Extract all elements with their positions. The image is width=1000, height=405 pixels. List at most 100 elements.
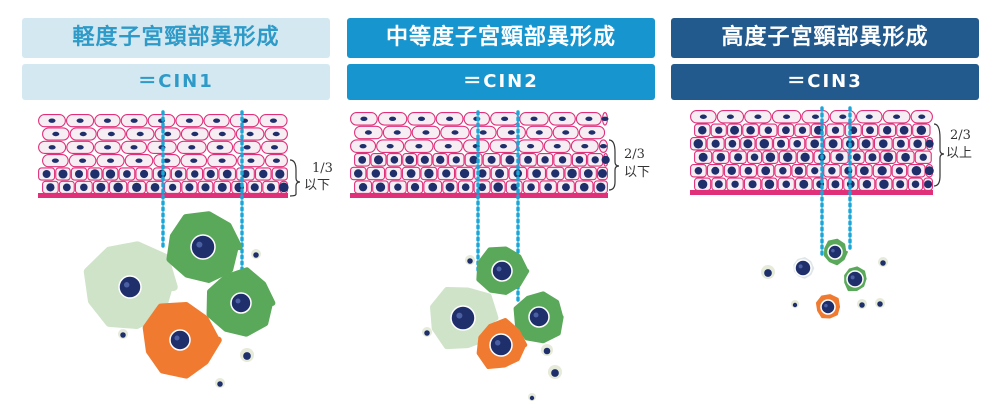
cell-nucleus xyxy=(386,143,394,149)
cell-nucleus xyxy=(883,152,894,163)
cell-nucleus xyxy=(105,169,116,179)
cell-nucleus xyxy=(783,114,791,119)
cell-nucleus xyxy=(150,182,160,192)
panel-cin2: 中等度子宮頸部異形成 ＝CIN2 xyxy=(347,18,655,100)
cell-nucleus xyxy=(422,130,430,135)
cell-nucleus xyxy=(810,139,820,149)
cell-nucleus xyxy=(191,170,199,178)
cell-nucleus xyxy=(42,170,51,178)
cell-nucleus xyxy=(243,352,251,360)
ratio-word: 以下 xyxy=(624,165,650,180)
cell-nucleus xyxy=(266,183,276,192)
cell-nucleus xyxy=(744,166,753,175)
cell-nucleus xyxy=(726,114,734,119)
epithelium-layers xyxy=(38,110,934,198)
cell-nucleus xyxy=(96,182,106,192)
small-cell xyxy=(761,265,775,279)
cell-nucleus xyxy=(699,114,707,119)
cell-nucleus xyxy=(911,165,922,176)
cell-nucleus xyxy=(591,156,599,164)
cell-nucleus xyxy=(820,299,836,315)
cell-nucleus xyxy=(899,125,909,135)
cell-nucleus xyxy=(62,183,71,192)
cell-green xyxy=(206,267,276,337)
cell-nucleus xyxy=(730,125,740,135)
cell-nucleus xyxy=(206,169,215,179)
cell-nucleus xyxy=(272,158,280,163)
cell-nucleus xyxy=(79,158,87,163)
ratio-label-cin1: 1/3 以下 xyxy=(289,159,333,197)
cell-nucleus xyxy=(375,182,386,192)
cell-nucleus xyxy=(246,131,254,137)
cell-nucleus xyxy=(491,260,513,282)
cell-nucleus xyxy=(839,114,847,119)
cell-nucleus xyxy=(880,260,886,266)
cell-nucleus xyxy=(879,179,889,189)
cell-nucleus xyxy=(919,153,927,161)
cell-nucleus xyxy=(697,179,708,189)
nucleolus xyxy=(456,312,463,319)
nucleolus xyxy=(174,335,180,341)
ratio-value: 2/3 xyxy=(950,128,971,143)
cell-nucleus xyxy=(562,130,570,135)
cell-nucleus xyxy=(272,131,280,137)
cell-nucleus xyxy=(507,130,515,135)
cell-nucleus xyxy=(896,139,905,148)
cell-nucleus xyxy=(711,166,720,175)
cell-nucleus xyxy=(118,275,142,299)
cell-nucleus xyxy=(601,116,609,122)
panel-code: ＝CIN3 xyxy=(671,64,979,100)
cell-nucleus xyxy=(185,183,194,192)
panel-code: ＝CIN2 xyxy=(347,64,655,100)
cell-nucleus xyxy=(493,182,503,192)
cell-nucleus xyxy=(107,158,115,163)
nucleolus xyxy=(123,282,130,288)
cell-nucleus xyxy=(782,180,790,189)
cell-nucleus xyxy=(794,259,812,277)
cell-nucleus xyxy=(764,179,775,189)
cell-green xyxy=(844,266,867,292)
cell-nucleus xyxy=(217,182,227,192)
cell-green xyxy=(823,238,848,266)
cell-nucleus xyxy=(553,143,561,149)
cell-nucleus xyxy=(107,131,115,137)
nucleolus xyxy=(235,298,241,304)
cell-nucleus xyxy=(868,153,877,162)
cell-large-pale xyxy=(83,241,178,330)
cell-nucleus xyxy=(104,145,112,150)
cell-nucleus xyxy=(831,126,840,134)
cell-nucleus xyxy=(390,156,399,164)
cell-nucleus xyxy=(878,139,888,149)
cell-nucleus xyxy=(424,330,430,336)
cell-nucleus xyxy=(835,153,844,162)
cell-green xyxy=(513,291,564,344)
cell-nucleus xyxy=(714,180,723,189)
cell-nucleus xyxy=(393,130,401,135)
cell-nucleus xyxy=(588,130,596,135)
cell-nucleus xyxy=(218,158,226,163)
cell-nucleus xyxy=(436,155,445,165)
cell-nucleus xyxy=(428,182,438,192)
panel-title: 軽度子宮頸部異形成 xyxy=(22,18,330,58)
cell-nucleus xyxy=(174,170,183,178)
cell-nucleus xyxy=(451,130,459,135)
cell-green xyxy=(476,246,530,295)
panel-title: 中等度子宮頸部異形成 xyxy=(347,18,655,58)
cell-nucleus xyxy=(543,347,551,355)
cell-nucleus xyxy=(794,166,804,175)
enlarged-cells xyxy=(83,211,888,401)
cell-nucleus xyxy=(792,302,798,308)
cell-nucleus xyxy=(188,145,196,150)
cell-nucleus xyxy=(358,155,367,164)
cell-nucleus xyxy=(218,131,226,137)
cell-nucleus xyxy=(52,131,60,137)
cell-nucleus xyxy=(877,166,887,176)
cell-nucleus xyxy=(76,145,84,150)
cell-nucleus xyxy=(364,130,372,135)
nucleolus xyxy=(850,275,855,280)
basement-membrane xyxy=(690,190,933,195)
cell-nucleus xyxy=(424,168,434,179)
cell-nucleus xyxy=(798,126,807,134)
cell-nucleus xyxy=(275,169,285,179)
cell-nucleus xyxy=(459,168,470,179)
